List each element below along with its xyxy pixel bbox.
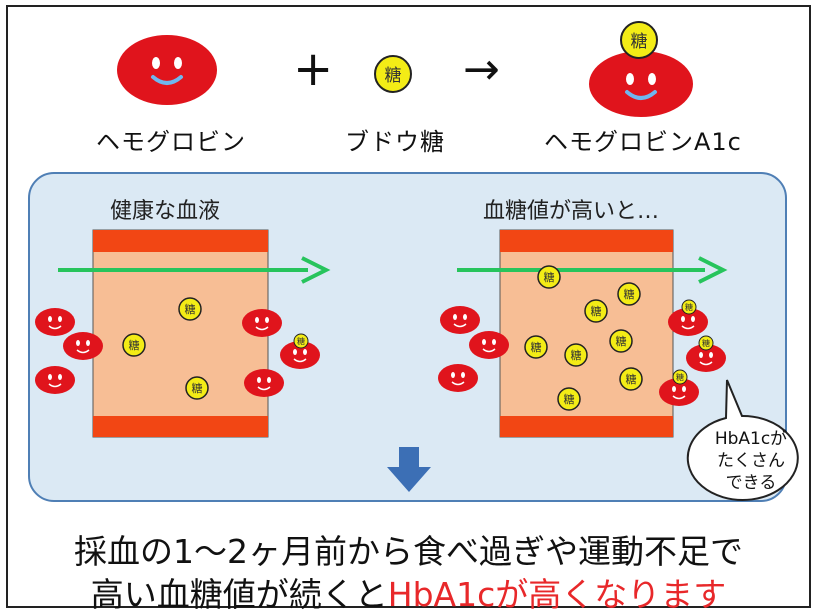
svg-text:糖: 糖 [624, 287, 635, 301]
summary-line-2: 高い血糖値が続くとHbA1cが高くなります [0, 573, 817, 616]
speech-bubble [686, 379, 799, 501]
svg-text:糖: 糖 [129, 338, 140, 352]
high-glucose-title: 血糖値が高いと… [483, 199, 660, 224]
sugar-molecules-healthy: 糖 糖 糖 [122, 297, 209, 400]
healthy-blood-title: 健康な血液 [110, 199, 221, 224]
hemoglobin-cells-high: 糖 糖 糖 [438, 299, 726, 406]
hemoglobin-icon [117, 35, 217, 105]
reaction-arrow: → [463, 44, 500, 95]
svg-text:糖: 糖 [531, 340, 542, 354]
sugar-molecules-high: 糖 糖 糖 糖 糖 糖 糖 糖 [524, 265, 643, 411]
high-glucose-vessel [499, 229, 674, 438]
hba1c-icon: 糖 [589, 21, 693, 117]
summary-line-2-normal: 高い血糖値が続くと [90, 575, 388, 614]
svg-text:糖: 糖 [676, 372, 684, 382]
bubble-line-2: たくさん [717, 451, 785, 471]
svg-text:糖: 糖 [544, 270, 555, 284]
down-arrow [387, 447, 431, 492]
bubble-line-3: できる [725, 473, 777, 493]
svg-text:糖: 糖 [626, 372, 637, 386]
svg-text:糖: 糖 [591, 304, 602, 318]
svg-text:糖: 糖 [192, 381, 203, 395]
svg-text:糖: 糖 [297, 336, 305, 346]
hemoglobin-label: ヘモグロビン [96, 128, 246, 156]
hemoglobin-cells-healthy: 糖 [35, 308, 320, 397]
svg-text:糖: 糖 [685, 302, 693, 312]
svg-text:糖: 糖 [564, 392, 575, 406]
blood-vessel-graphics: 糖 糖 糖 糖 糖 糖 糖 糖 糖 糖 糖 糖 糖 糖 糖 [35, 229, 799, 501]
glucose-label: ブドウ糖 [345, 128, 445, 156]
flow-arrow-left [58, 256, 331, 284]
glucose-icon: 糖 [374, 55, 412, 93]
svg-text:糖: 糖 [616, 334, 627, 348]
svg-text:糖: 糖 [385, 66, 402, 86]
svg-text:糖: 糖 [631, 32, 648, 52]
svg-text:糖: 糖 [702, 338, 710, 348]
legend-graphics: 糖 糖 [117, 21, 693, 117]
hba1c-label: ヘモグロビンA1c [544, 128, 742, 156]
plus-sign: + [293, 41, 334, 97]
flow-arrow-right [457, 256, 728, 284]
svg-text:糖: 糖 [185, 302, 196, 316]
healthy-vessel [92, 229, 269, 438]
bubble-line-1: HbA1cが [714, 429, 788, 449]
svg-text:糖: 糖 [571, 348, 582, 362]
summary-text: 採血の1～2ヶ月前から食べ過ぎや運動不足で 高い血糖値が続くとHbA1cが高くな… [0, 530, 817, 616]
summary-line-1: 採血の1～2ヶ月前から食べ過ぎや運動不足で [74, 532, 743, 571]
speech-bubble-text: HbA1cが たくさん できる [700, 428, 802, 494]
summary-line-2-highlight: HbA1cが高くなります [387, 575, 727, 614]
